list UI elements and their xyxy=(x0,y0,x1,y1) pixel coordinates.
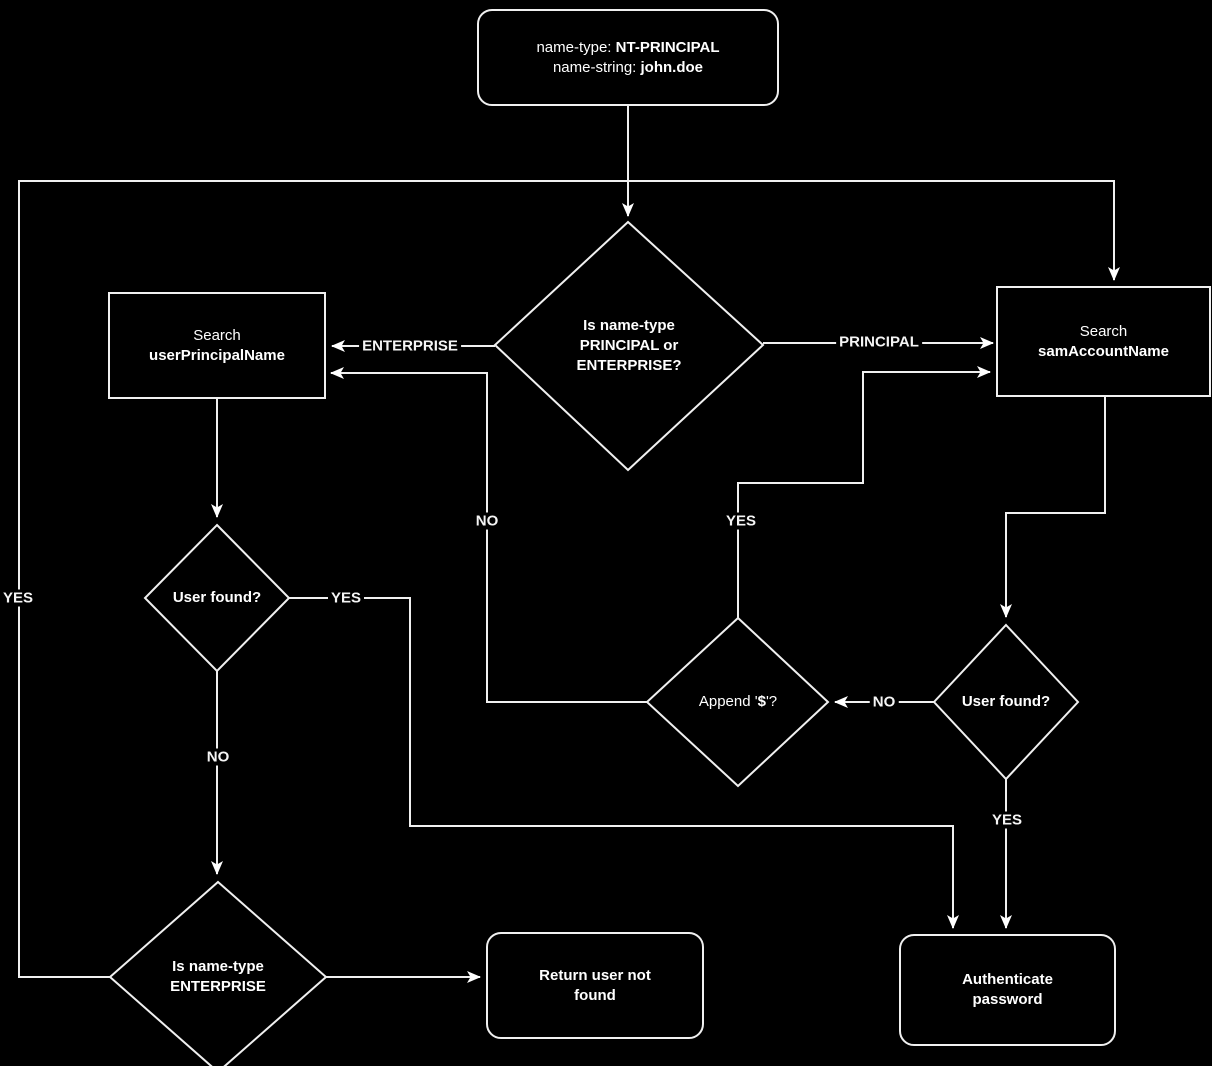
start-line2-key: name-string: xyxy=(552,58,641,76)
search-sam-shape xyxy=(996,286,1211,397)
edge-label-enterprise: ENTERPRISE xyxy=(359,337,461,355)
authenticate-label: Authenticate password xyxy=(900,935,1115,1045)
edge-label-principal: PRINCIPAL xyxy=(836,333,922,351)
user-found-left-label: User found? xyxy=(172,589,262,607)
start-node-label: name-type: NT-PRINCIPAL name-string: joh… xyxy=(478,10,778,105)
return-not-found-text: Return user not found xyxy=(539,966,651,1004)
append-dollar-label: Append '$'? xyxy=(668,687,808,717)
search-upn-label: Search userPrincipalName xyxy=(109,293,325,398)
user-found-right-shape xyxy=(932,623,1080,781)
start-line2-value: john.doe xyxy=(640,58,704,76)
edge-label-upn-found-yes: YES xyxy=(327,589,365,607)
search-upn-attribute: userPrincipalName xyxy=(149,346,285,364)
edge-append-no-to-upn xyxy=(330,367,647,703)
append-value: $ xyxy=(757,693,766,711)
edge-label-enterprise-loop-yes: YES xyxy=(0,589,37,607)
start-line1-key: name-type: xyxy=(536,38,616,56)
decision-name-type-label: Is name-type PRINCIPAL or ENTERPRISE? xyxy=(576,317,682,374)
search-sam-attribute: samAccountName xyxy=(1038,342,1169,360)
edge-label-upn-found-no: NO xyxy=(203,748,233,766)
edge-label-append-no: NO xyxy=(472,512,502,530)
return-not-found-label: Return user not found xyxy=(487,933,703,1038)
edge-sam-to-userfound xyxy=(1000,396,1106,618)
start-node-shape xyxy=(477,9,779,106)
authenticate-shape xyxy=(899,934,1116,1046)
return-not-found-shape xyxy=(486,932,704,1039)
edge-append-yes-to-sam xyxy=(737,366,991,618)
authenticate-text: Authenticate password xyxy=(962,971,1053,1008)
search-upn-shape xyxy=(108,292,326,399)
start-line1-value: NT-PRINCIPAL xyxy=(615,38,720,56)
edge-label-sam-found-yes: YES xyxy=(988,811,1026,829)
edge-label-sam-found-no: NO xyxy=(869,693,899,711)
append-prefix: Append ' xyxy=(698,693,758,711)
append-suffix: '? xyxy=(765,693,778,711)
edge-label-append-yes: YES xyxy=(722,512,760,530)
user-found-right-label: User found? xyxy=(961,693,1051,711)
edge-enterprise-loop-to-sam xyxy=(18,180,1120,978)
decision-name-type-shape xyxy=(493,220,765,472)
user-found-left-shape xyxy=(143,523,291,673)
decision-enterprise-shape xyxy=(108,880,328,1066)
search-sam-label: Search samAccountName xyxy=(997,287,1210,396)
search-upn-action: Search xyxy=(193,326,241,344)
append-dollar-shape xyxy=(645,616,830,788)
edge-upn-found-yes-to-auth xyxy=(289,597,959,929)
search-sam-action: Search xyxy=(1079,322,1128,340)
decision-enterprise-label: Is name-type ENTERPRISE xyxy=(170,958,266,995)
